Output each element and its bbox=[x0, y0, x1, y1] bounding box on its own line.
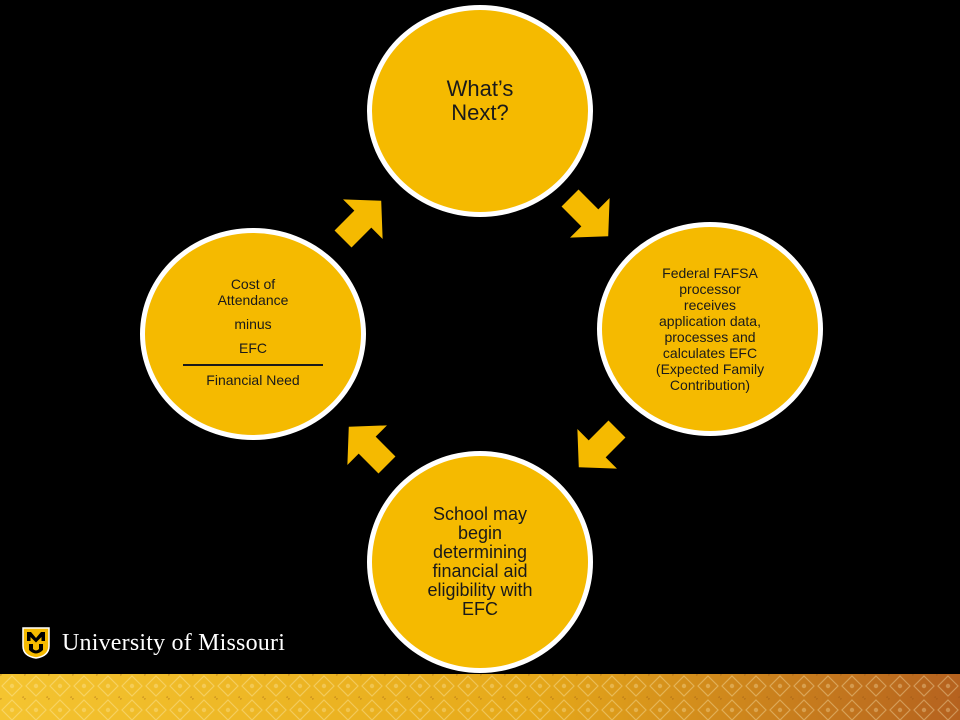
text-line: What’s bbox=[446, 76, 514, 101]
text-line: EFC bbox=[239, 339, 267, 356]
text-line: Cost of bbox=[230, 275, 276, 292]
text-line: calculates EFC bbox=[662, 345, 758, 361]
brand-text: University of Missouri bbox=[62, 629, 286, 656]
text-line: Federal FAFSA bbox=[662, 265, 758, 281]
step-financial-need: Cost of Attendance minus EFC Financial N… bbox=[140, 228, 366, 440]
arrow-left-to-top bbox=[323, 180, 402, 259]
subtraction-rule bbox=[183, 363, 323, 366]
text-line: (Expected Family bbox=[655, 361, 765, 377]
text-line: EFC bbox=[462, 599, 498, 619]
step-fafsa-processor-text: Federal FAFSA processor receives applica… bbox=[630, 265, 790, 393]
step-fafsa-processor: Federal FAFSA processor receives applica… bbox=[597, 222, 823, 436]
step-school-eligibility-text: School may begin determining financial a… bbox=[400, 505, 560, 619]
step-whats-next-text: What’s Next? bbox=[410, 77, 550, 125]
mu-shield-icon bbox=[22, 627, 50, 659]
text-line: Contribution) bbox=[669, 377, 751, 393]
step-whats-next: What’s Next? bbox=[367, 5, 593, 217]
text-line: receives bbox=[683, 297, 737, 313]
text-line: Next? bbox=[451, 100, 509, 125]
decorative-pattern-band bbox=[0, 674, 960, 720]
arrow-top-to-right bbox=[550, 178, 629, 257]
text-line: School may bbox=[432, 504, 528, 524]
step-financial-need-text: Cost of Attendance minus EFC Financial N… bbox=[168, 276, 338, 388]
step-school-eligibility: School may begin determining financial a… bbox=[367, 451, 593, 673]
text-line: minus bbox=[234, 315, 272, 332]
arrow-right-to-bottom bbox=[558, 409, 637, 488]
text-line: eligibility with bbox=[427, 580, 533, 600]
text-line: determining bbox=[432, 542, 528, 562]
text-line: financial aid bbox=[432, 561, 528, 581]
text-line: Attendance bbox=[217, 291, 289, 308]
text-line: processes and bbox=[664, 329, 756, 345]
text-line: application data, bbox=[659, 313, 761, 329]
text-line: begin bbox=[457, 523, 503, 543]
university-logo: University of Missouri bbox=[22, 627, 285, 659]
text-line: processor bbox=[679, 281, 741, 297]
text-line: Financial Need bbox=[206, 371, 300, 388]
arrow-bottom-to-left bbox=[328, 406, 407, 485]
